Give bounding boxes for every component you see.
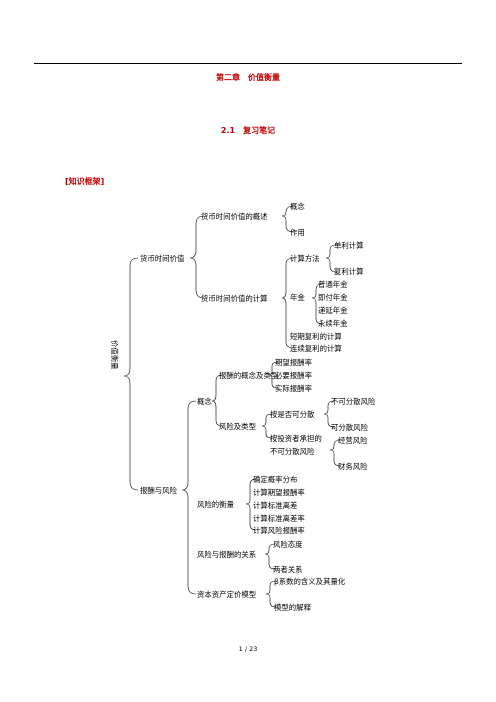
node-return-risk: 报酬与风险 [140, 486, 178, 495]
node-undiversifiable-risk: 不可分散风险 [331, 397, 376, 406]
node-business-risk: 经营风险 [338, 436, 368, 445]
node-required-return: 必要报酬率 [275, 371, 313, 380]
node-function: 作用 [290, 228, 305, 237]
node-annuity: 年金 [290, 293, 305, 302]
tree-root: 价值衡量 [110, 340, 119, 370]
bracket-capm [265, 580, 277, 608]
bracket-risk-measure [245, 478, 257, 531]
node-calc-expected: 计算期望报酬率 [253, 488, 305, 497]
node-model-explain: 模型的解释 [274, 603, 312, 612]
node-risk-return-relation: 风险与报酬的关系 [197, 550, 256, 559]
node-return-types: 报酬的概念及类型 [219, 371, 279, 380]
bracket-method [325, 244, 337, 273]
bracket-relation [264, 543, 276, 570]
node-deferred-annuity: 递延年金 [318, 306, 348, 315]
bracket-diversifiable [323, 400, 335, 428]
node-calc-std: 计算标准离差 [253, 501, 297, 510]
node-ordinary-annuity: 普通年金 [318, 280, 348, 289]
node-risk-types: 风险及类型 [219, 422, 257, 431]
node-expected-return: 期望报酬率 [275, 358, 313, 367]
bracket-annuity [311, 283, 323, 325]
node-by-investor: 按投资者承担的 [270, 434, 322, 443]
knowledge-frame-label: [知识框架] [65, 177, 105, 186]
node-by-diversifiable: 按是否可分散 [270, 410, 315, 419]
node-time-value: 货币时间价值 [140, 254, 185, 263]
bracket-time-value [189, 215, 205, 299]
node-overview: 货币时间价值的概述 [201, 212, 268, 221]
node-concept-1: 概念 [290, 202, 305, 211]
bracket-investor-borne [329, 439, 341, 467]
node-diversifiable-risk: 可分散风险 [331, 423, 369, 432]
node-annuity-due: 即付年金 [318, 293, 348, 302]
page-number: 1 / 23 [238, 645, 258, 653]
node-financial-risk: 财务风险 [338, 462, 368, 471]
header-rule [34, 63, 462, 64]
node-perpetuity: 永续年金 [318, 319, 348, 328]
node-risk-attitude: 风险态度 [273, 540, 303, 549]
bracket-calculation [281, 257, 295, 349]
node-method: 计算方法 [290, 254, 320, 263]
node-compound: 复利计算 [334, 267, 364, 276]
node-beta: β系数的含义及其量化 [274, 577, 346, 586]
node-short-compound: 短期复利的计算 [290, 332, 342, 341]
bracket-root [123, 257, 139, 491]
bracket-return-types [267, 361, 279, 389]
chapter-title: 第二章 价值衡量 [216, 73, 280, 82]
node-calculation: 货币时间价值的计算 [201, 294, 268, 303]
knowledge-tree: 价值衡量 货币时间价值 报酬与风险 货币时间价值的概述 货币时间价值的计算 概念… [110, 202, 376, 612]
node-undiversifiable-label: 不可分散风险 [270, 447, 315, 456]
node-probability: 确定概率分布 [253, 475, 297, 484]
node-continuous-compound: 连续复利的计算 [290, 344, 342, 353]
section-title: 2.1 复习笔记 [220, 126, 276, 135]
node-actual-return: 实际报酬率 [275, 384, 313, 393]
node-relationship: 两者关系 [273, 565, 303, 574]
node-simple: 单利计算 [334, 241, 364, 250]
node-calc-cv: 计算标准离差率 [253, 514, 305, 523]
bracket-concept [211, 374, 223, 427]
bracket-overview [281, 205, 295, 233]
bracket-return-risk [181, 400, 197, 595]
bracket-risk-types [261, 413, 273, 439]
node-risk-measure: 风险的衡量 [197, 500, 235, 509]
node-concept-2: 概念 [197, 397, 212, 406]
node-calc-risk-return: 计算风险报酬率 [253, 526, 305, 535]
node-capm: 资本资产定价模型 [197, 590, 257, 599]
